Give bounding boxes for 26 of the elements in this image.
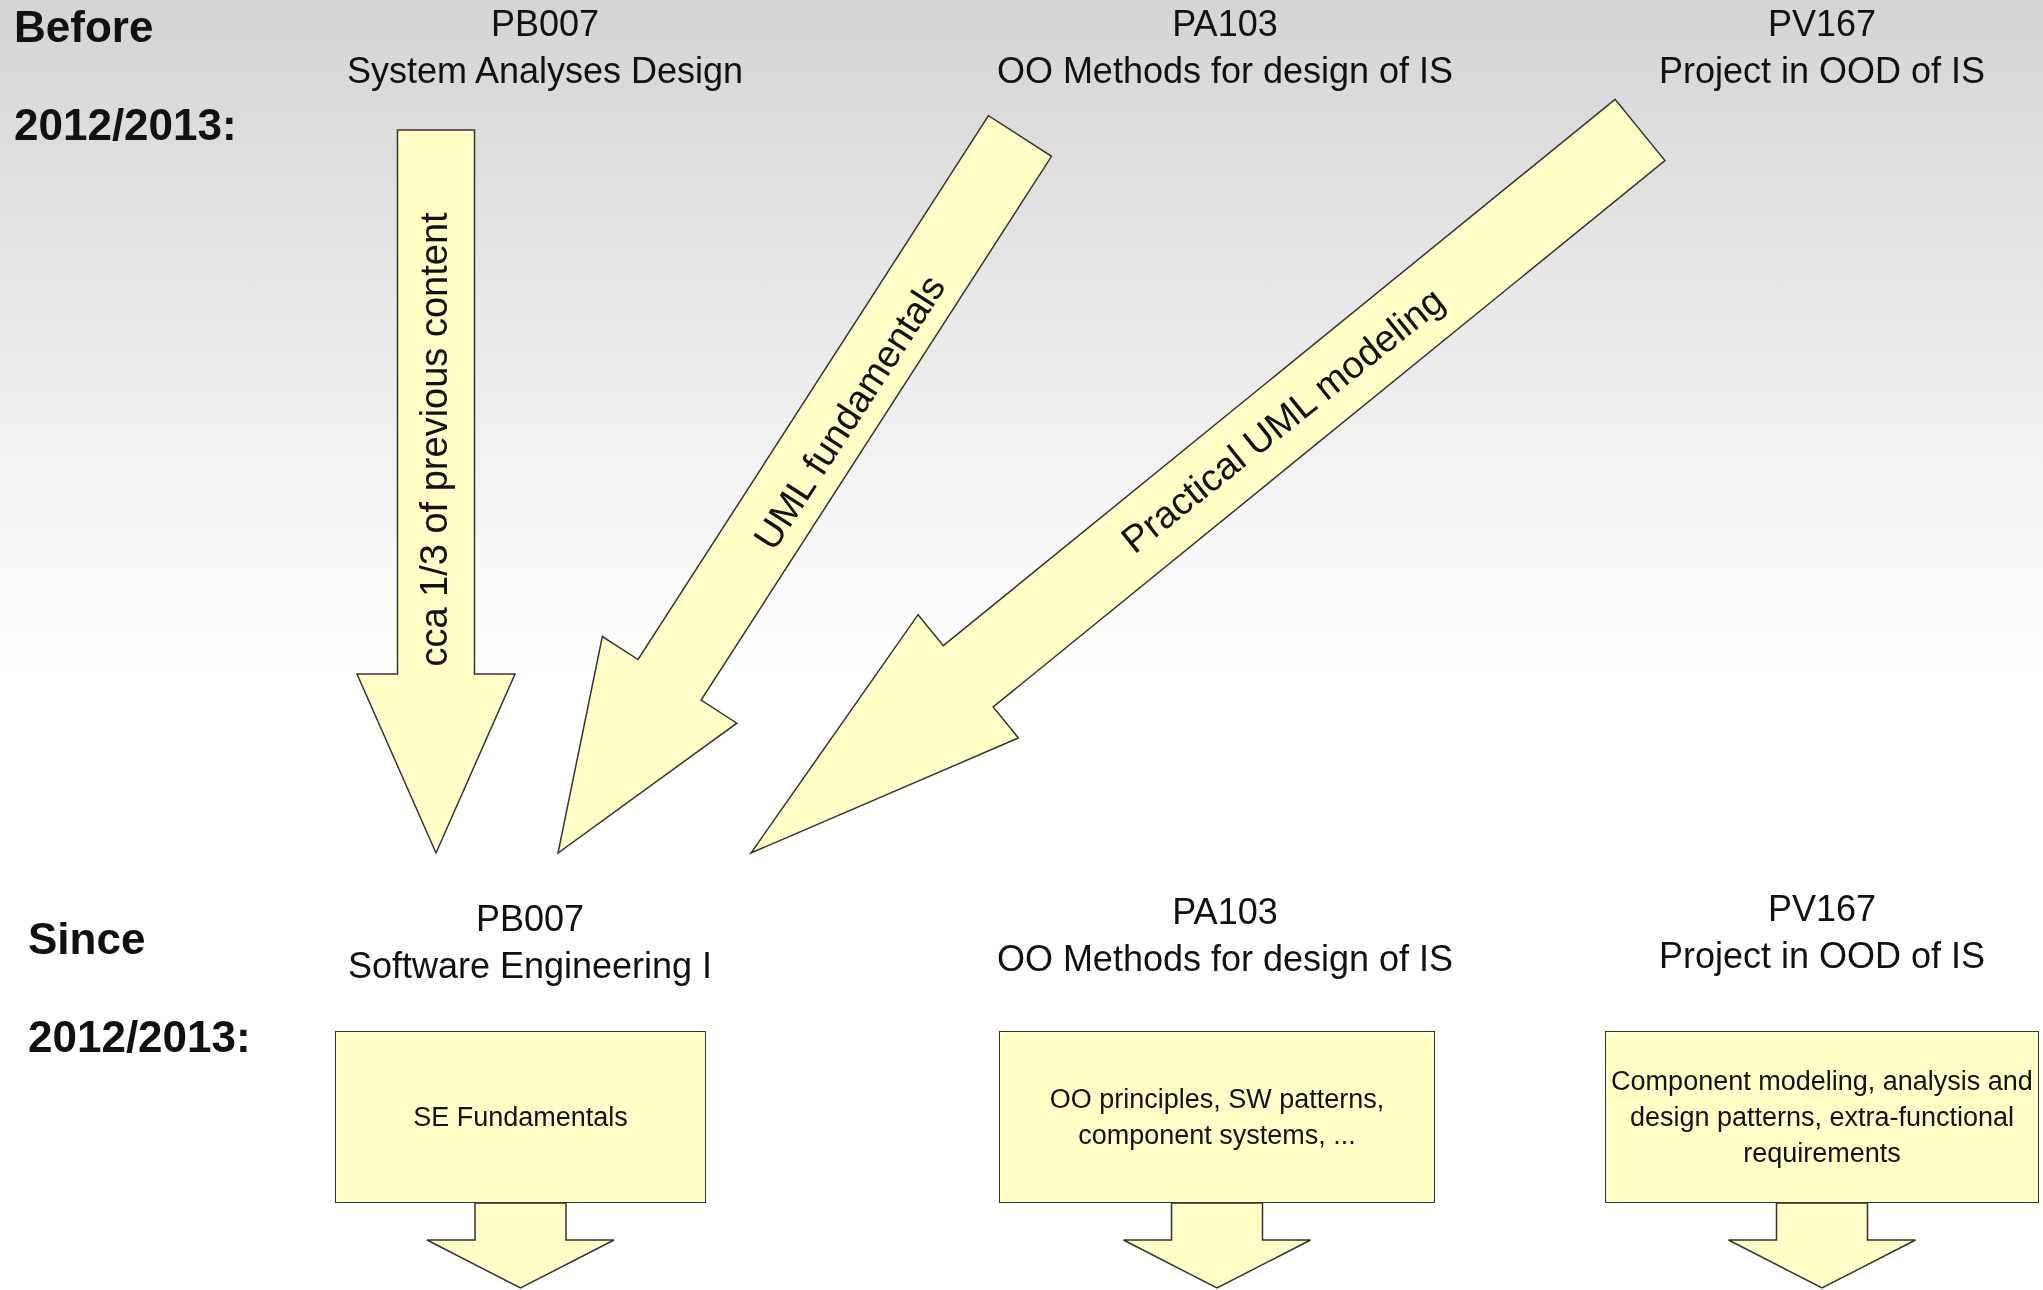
- course-code: PV167: [1767, 2, 1877, 46]
- year-heading: 2012/2013:: [14, 100, 237, 150]
- edge-label: cca 1/3 of previous content: [412, 211, 456, 667]
- course-title: System Analyses Design: [346, 49, 744, 93]
- course-code: PB007: [490, 2, 600, 46]
- course-title: Project in OOD of IS: [1658, 49, 1986, 93]
- course-code: PA103: [1172, 2, 1278, 46]
- block-arrow: [1122, 1202, 1312, 1289]
- content-text: SE Fundamentals: [413, 1101, 628, 1134]
- content-text: Component modeling, analysis and design patterns, extra-functional requirements: [1610, 1065, 2034, 1170]
- course-title: OO Methods for design of IS: [996, 937, 1454, 981]
- course-code: PV167: [1767, 887, 1877, 931]
- block-arrow: [556, 114, 1053, 855]
- content-text: OO principles, SW patterns, component systems, ...: [1048, 1083, 1386, 1152]
- year-heading: 2012/2013:: [28, 1012, 251, 1062]
- period-heading: Before: [14, 2, 154, 52]
- course-code: PA103: [1172, 890, 1278, 934]
- course-title: Project in OOD of IS: [1658, 934, 1986, 978]
- block-arrow: [355, 129, 517, 855]
- block-arrow: [748, 98, 1666, 855]
- course-code: PB007: [475, 897, 585, 941]
- block-arrow: [426, 1202, 615, 1289]
- course-title: Software Engineering I: [347, 944, 713, 988]
- block-arrow: [1727, 1202, 1917, 1289]
- course-title: OO Methods for design of IS: [996, 49, 1454, 93]
- period-heading: Since: [28, 914, 146, 964]
